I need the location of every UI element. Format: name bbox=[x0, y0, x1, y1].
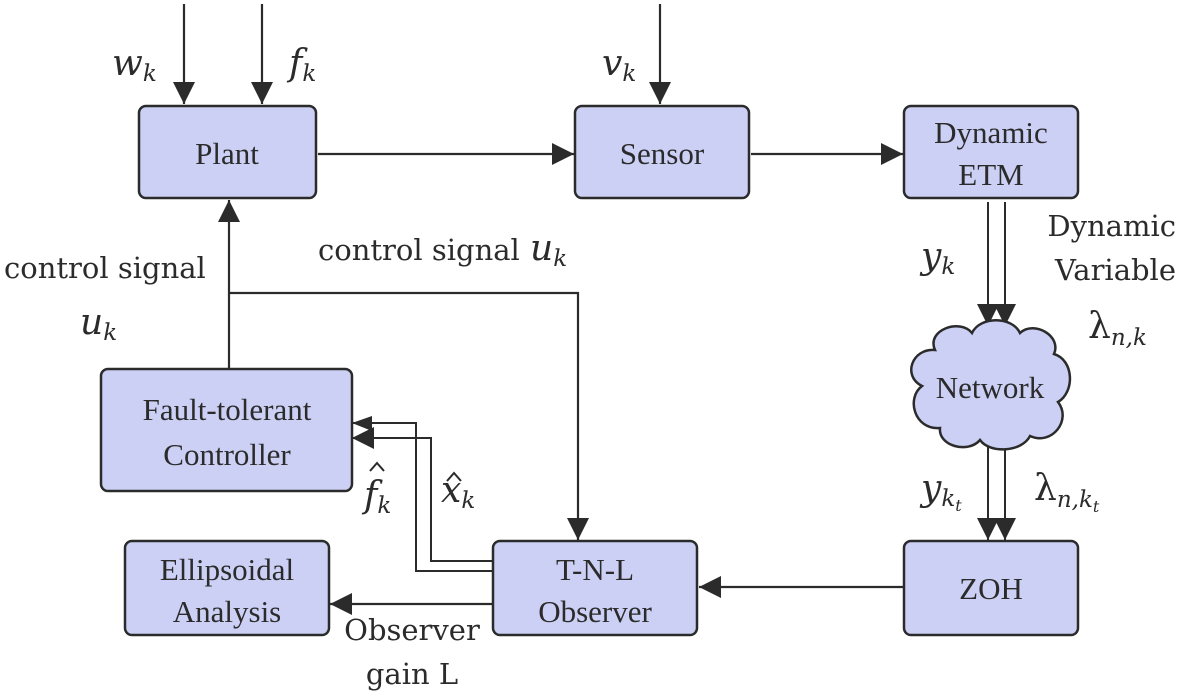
sensor-block: Sensor bbox=[573, 104, 751, 200]
fhat-arrowhead bbox=[352, 416, 372, 431]
w-k-label: wk bbox=[112, 43, 157, 87]
observer-label-line2: Observer bbox=[538, 594, 652, 629]
ellipsoidal-block: Ellipsoidal Analysis bbox=[123, 539, 331, 637]
observer-label-line1: T-N-L bbox=[556, 552, 634, 587]
lambda-nkt-label: λn,kt bbox=[1034, 468, 1100, 516]
observer-block: T-N-L Observer bbox=[491, 539, 699, 637]
ellipsoidal-label-line2: Analysis bbox=[173, 594, 282, 629]
etm-block: Dynamic ETM bbox=[902, 104, 1080, 200]
plant-block: Plant bbox=[137, 104, 318, 200]
v-k-label: vk bbox=[602, 43, 636, 87]
zoh-block: ZOH bbox=[902, 539, 1080, 637]
etm-label-line2: ETM bbox=[958, 157, 1023, 192]
dynamic-variable-line2: Variable bbox=[1054, 253, 1176, 287]
observer-gain-line1: Observer bbox=[344, 613, 480, 647]
control-signal-left-label: control signal bbox=[4, 251, 206, 285]
network-label: Network bbox=[936, 370, 1045, 405]
observer-gain-line2: gain L bbox=[366, 657, 458, 691]
network-cloud: Network bbox=[910, 319, 1072, 451]
f-k-label: fk bbox=[286, 43, 316, 87]
y-k-label: yk bbox=[919, 236, 955, 280]
xhat-feedback-line bbox=[352, 427, 493, 562]
controller-label-line2: Controller bbox=[163, 437, 291, 472]
lambda-nk-label: λn,k bbox=[1088, 306, 1147, 351]
fhat-k-label: fk bbox=[361, 475, 391, 519]
control-signal-to-observer-arrow bbox=[229, 291, 589, 540]
controller-block: Fault-tolerant Controller bbox=[99, 367, 354, 493]
etm-label-line1: Dynamic bbox=[934, 115, 1048, 150]
plant-label: Plant bbox=[195, 136, 259, 171]
zoh-label: ZOH bbox=[959, 571, 1023, 606]
xhat-hat bbox=[446, 471, 462, 482]
dynamic-variable-line1: Dynamic bbox=[1047, 209, 1176, 243]
control-signal-mid-label: control signal bbox=[318, 233, 520, 267]
controller-label-line1: Fault-tolerant bbox=[143, 392, 312, 427]
xhat-k-label: xk bbox=[441, 470, 475, 514]
ellipsoidal-label-line1: Ellipsoidal bbox=[160, 552, 294, 587]
fhat-feedback-line bbox=[352, 422, 493, 572]
u-k-left-label: uk bbox=[80, 302, 117, 346]
u-k-mid-label: uk bbox=[530, 228, 567, 272]
fhat-hat bbox=[369, 461, 385, 472]
sensor-label: Sensor bbox=[620, 136, 705, 171]
y-kt-label: ykt bbox=[919, 468, 962, 515]
